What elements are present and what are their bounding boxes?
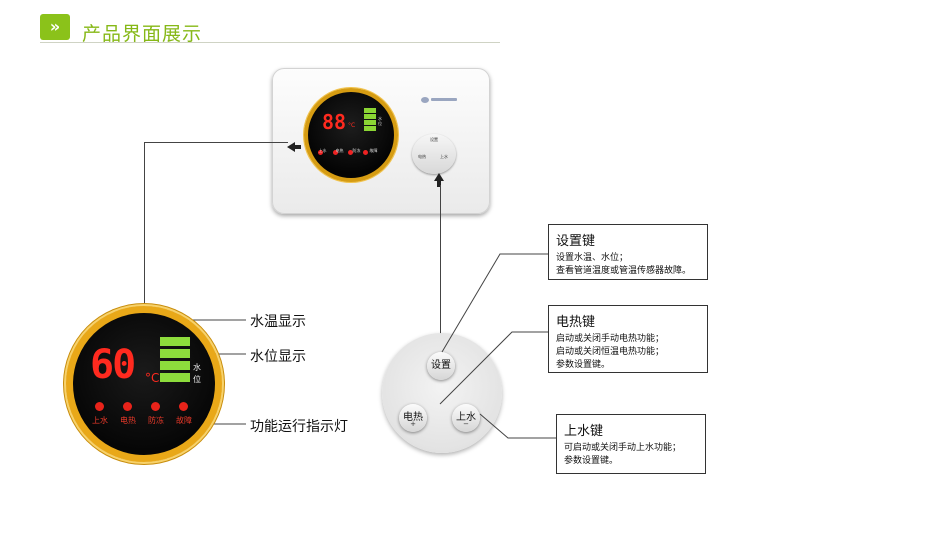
indicator-label: 故障 (176, 416, 192, 425)
info-line: 启动或关闭手动电热功能； (556, 334, 665, 344)
panel-unit: °C (348, 122, 356, 129)
indicator-light (95, 402, 104, 411)
panel-indicator-label: 电热 (335, 148, 344, 153)
heat-key[interactable]: 电热 (399, 404, 427, 432)
panel-bar (364, 120, 376, 125)
panel-key-label: 电热 (418, 154, 426, 159)
panel-bar (364, 108, 376, 113)
panel-bar (364, 126, 376, 131)
info-line: 参数设置键。 (564, 456, 619, 466)
callout-water-level: 水位显示 (250, 349, 306, 365)
panel-bar (364, 114, 376, 119)
header-divider (40, 42, 500, 43)
panel-keypad[interactable] (412, 134, 456, 174)
header-chevron-icon: » (40, 14, 70, 40)
water-level-label-char: 水 (193, 363, 201, 372)
callout-water-temp: 水温显示 (250, 314, 306, 330)
panel-indicator-dot (318, 150, 323, 155)
water-level-bars (160, 337, 190, 385)
panel-indicator-labels: 上水 电热 防冻 故障 (314, 148, 386, 154)
indicator-light (123, 402, 132, 411)
panel-indicator-dot (333, 150, 338, 155)
info-line: 启动或关闭恒温电热功能； (556, 347, 665, 357)
water-level-bar (160, 349, 190, 358)
indicator-light (179, 402, 188, 411)
panel-temperature-digits: 88 (322, 110, 347, 134)
water-key-title: 上水键 (564, 424, 604, 439)
indicator-label: 电热 (120, 416, 136, 425)
heat-key-info: 电热键 启动或关闭手动电热功能； 启动或关闭恒温电热功能； 参数设置键。 (548, 305, 708, 373)
panel-key-label: 设置 (430, 137, 438, 142)
brand-logo (420, 90, 460, 103)
connector-line (440, 185, 441, 335)
indicator-light (151, 402, 160, 411)
setting-key[interactable]: 设置 (427, 352, 455, 380)
panel-key-label: 上水 (440, 154, 448, 159)
info-line: 参数设置键。 (556, 360, 611, 370)
water-key-minus: − (463, 420, 469, 428)
panel-indicator-label: 防冻 (352, 148, 361, 153)
water-temperature-digits: 60 (90, 342, 136, 388)
heat-key-plus: + (410, 420, 416, 428)
pointer-hand-icon (287, 137, 301, 156)
panel-indicator-label: 上水 (318, 148, 327, 153)
info-line: 设置水温、水位； (556, 253, 629, 263)
water-level-bar (160, 361, 190, 370)
water-level-label: 水 位 (193, 362, 203, 386)
panel-indicator-label: 故障 (369, 148, 378, 153)
setting-key-title: 设置键 (556, 234, 596, 249)
info-line: 查看管道温度或管温传感器故障。 (556, 266, 692, 276)
indicator-label: 上水 (92, 416, 108, 425)
water-level-label-char: 位 (193, 375, 201, 384)
info-line: 可启动或关闭手动上水功能； (564, 443, 682, 453)
connector-line (144, 142, 288, 143)
panel-indicator-dots (318, 140, 382, 155)
temperature-unit: °C (145, 371, 160, 385)
pointer-hand-icon (434, 172, 444, 191)
indicator-label: 防冻 (148, 416, 164, 425)
panel-water-bars (364, 108, 376, 134)
setting-key-info: 设置键 设置水温、水位； 查看管道温度或管温传感器故障。 (548, 224, 708, 280)
page-title: 产品界面展示 (82, 23, 203, 45)
panel-display-ring (304, 88, 398, 182)
enlarged-display (66, 306, 222, 462)
connector-line (144, 142, 145, 306)
panel-indicator-dot (348, 150, 353, 155)
water-key[interactable]: 上水 (452, 404, 480, 432)
panel-water-label: 水位 (378, 116, 382, 126)
heat-key-title: 电热键 (556, 315, 596, 330)
water-level-bar (160, 337, 190, 346)
callout-indicator-lights: 功能运行指示灯 (250, 419, 348, 435)
panel-indicator-dot (363, 150, 368, 155)
water-level-bar (160, 373, 190, 382)
key-leaders (439, 253, 556, 439)
water-key-info: 上水键 可启动或关闭手动上水功能； 参数设置键。 (556, 414, 706, 474)
